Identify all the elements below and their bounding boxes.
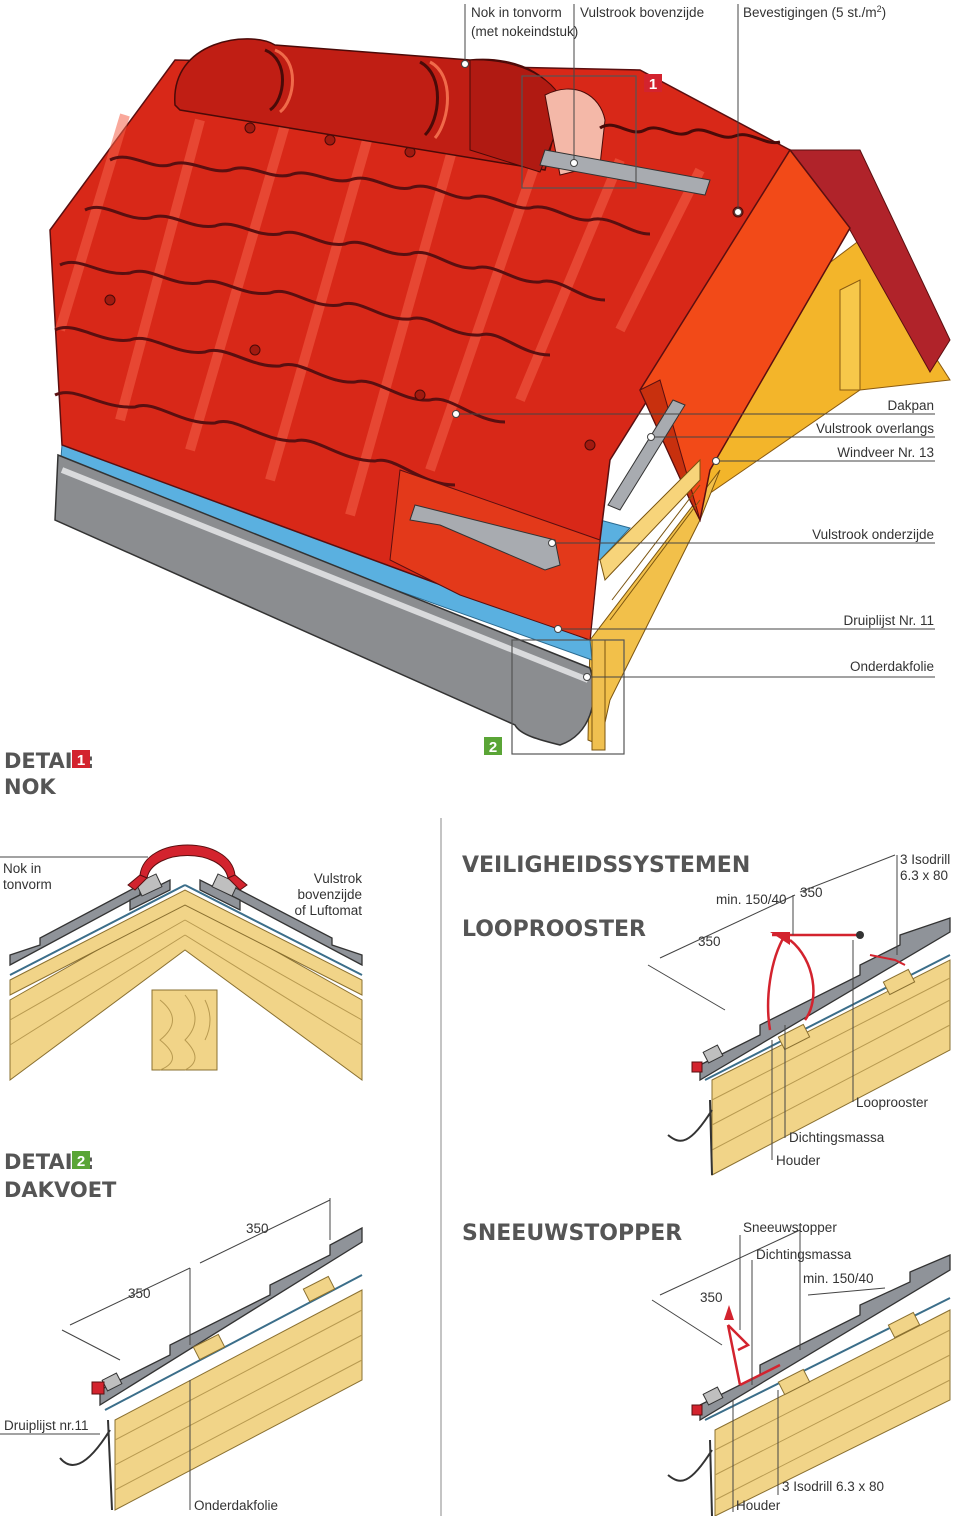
detail-1-label-right-1: Vulstrok [314, 871, 363, 886]
detail-2-subtitle: DAKVOET [4, 1178, 117, 1202]
marker-2-detail [72, 1151, 90, 1169]
detail-1-ridge-drawing [0, 844, 363, 1081]
detail-box-1 [521, 75, 637, 189]
svg-text:2: 2 [77, 1153, 85, 1170]
dakvoet-dim-350-a: 350 [246, 1221, 269, 1236]
label-onderdakfolie: Onderdakfolie [850, 659, 934, 674]
looprooster-houder: Houder [776, 1153, 821, 1168]
gable-batten [839, 279, 861, 391]
looprooster-drawing [647, 854, 951, 1176]
main-roof-illustration [49, 38, 951, 751]
dakvoet-druiplijst: Druiplijst nr.11 [4, 1418, 89, 1433]
ridge-barrel-tiles [174, 38, 606, 176]
ridge-edge-right [599, 123, 781, 145]
label-bevestigingen: Bevestigingen (5 st./m2) [743, 4, 886, 20]
looprooster-isodrill-2: 6.3 x 80 [900, 868, 948, 883]
sneeuw-dim-350: 350 [700, 1290, 723, 1305]
label-windveer: Windveer Nr. 13 [837, 445, 934, 460]
sneeuw-houder: Houder [736, 1498, 781, 1513]
sneeuw-label-sneeuwstopper: Sneeuwstopper [743, 1220, 837, 1235]
looprooster-dichtingsmassa: Dichtingsmassa [789, 1130, 885, 1145]
label-vulstrook-onder: Vulstrook onderzijde [812, 527, 934, 542]
marker-1-main: 1 [644, 74, 662, 93]
label-vulstrook-boven: Vulstrook bovenzijde [580, 5, 704, 20]
svg-text:1: 1 [649, 76, 657, 93]
looprooster-dim-min: min. 150/40 [716, 892, 787, 907]
detail-1-label-left-1: Nok in [3, 861, 41, 876]
looprooster-dim-350-b: 350 [800, 885, 823, 900]
looprooster-isodrill-1: 3 Isodrill [900, 852, 950, 867]
vulstrook-top [539, 149, 711, 196]
detail-2-heading: DETAIL: 2 DAKVOET [4, 1150, 117, 1202]
label-dakpan: Dakpan [887, 398, 934, 413]
gable-battens [599, 458, 701, 582]
nok-barrel [139, 844, 236, 879]
label-druiplijst: Druiplijst Nr. 11 [843, 613, 934, 628]
sneeuwstopper-bracket [726, 1324, 781, 1387]
top-labels: Nok in tonvorm (met nokeindstuk) Vulstro… [461, 4, 886, 216]
sneeuwstopper-drawing [651, 1229, 951, 1517]
dakvoet-onderdakfolie: Onderdakfolie [194, 1498, 278, 1513]
sneeuwstopper-heading: SNEEUWSTOPPER [462, 1221, 682, 1246]
svg-text:2: 2 [489, 739, 497, 756]
looprooster-dim-350-a: 350 [698, 934, 721, 949]
looprooster-label: Looprooster [856, 1095, 929, 1110]
marker-1-detail [72, 750, 90, 768]
right-labels: Dakpan Vulstrook overlangs Windveer Nr. … [452, 398, 935, 681]
eave-timber [587, 469, 721, 746]
label-nok-tonvorm: Nok in tonvorm [471, 5, 562, 20]
detail-1-label-right-2: bovenzijde [297, 887, 362, 902]
marker-2-main: 2 [484, 737, 502, 756]
detail-1-label-left-2: tonvorm [3, 877, 52, 892]
label-nok-tonvorm-2: (met nokeindstuk) [471, 24, 578, 39]
vulstrook-overlangs [607, 399, 686, 511]
detail-1-heading: DETAIL: 1 NOK [4, 749, 94, 799]
tile-highlights [55, 113, 705, 517]
dakvoet-dim-350-b: 350 [128, 1286, 151, 1301]
tile-nails [104, 122, 796, 451]
detail-box-2 [511, 639, 625, 755]
sneeuw-dim-min: min. 150/40 [803, 1271, 874, 1286]
detail-1-label-right-3: of Luftomat [294, 903, 362, 918]
sneeuw-label-dichtingsmassa: Dichtingsmassa [756, 1247, 852, 1262]
vulstrook-lower [409, 504, 561, 571]
svg-text:1: 1 [77, 752, 85, 769]
label-vulstrook-overlangs: Vulstrook overlangs [816, 421, 934, 436]
sneeuw-isodrill: 3 Isodrill 6.3 x 80 [782, 1479, 884, 1494]
fascia-board [591, 639, 606, 751]
detail-1-subtitle: NOK [4, 775, 56, 799]
tile-courses [54, 155, 651, 487]
king-post [151, 989, 218, 1071]
veiligheid-heading: VEILIGHEIDSSYSTEMEN [462, 853, 750, 878]
dakvoet-drawing [0, 1198, 363, 1511]
looprooster-heading: LOOPROOSTER [462, 917, 646, 942]
